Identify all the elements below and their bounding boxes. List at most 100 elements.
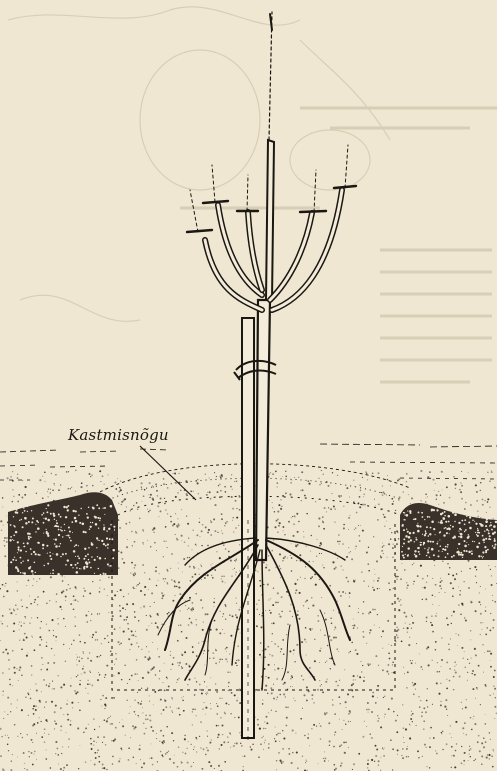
soil-dot [293,654,294,655]
mound-speck [83,531,85,533]
soil-dot [305,627,307,629]
soil-dot [320,544,322,546]
soil-dot [353,480,354,481]
soil-dot [344,669,345,670]
soil-dot [206,494,208,496]
soil-dot [159,670,160,671]
soil-dot [377,588,379,590]
soil-dot [279,733,280,734]
soil-dot [171,697,172,698]
soil-dot [282,639,284,641]
soil-dot [359,496,361,498]
soil-dot [91,760,92,761]
mound-speck [481,524,484,527]
soil-dot [403,737,404,738]
soil-dot [277,668,279,670]
soil-dot [378,472,380,474]
soil-dot [185,637,187,639]
soil-dot [327,679,328,680]
soil-dot [353,627,355,629]
soil-dot [485,714,486,715]
soil-dot [410,725,411,726]
soil-dot [263,584,264,585]
soil-dot [185,753,187,755]
soil-dot [73,640,75,642]
soil-dot [107,474,108,475]
mound-speck [94,573,95,574]
soil-dot [77,727,79,729]
soil-dot [136,502,138,504]
soil-dot [263,736,264,737]
soil-dot [362,477,363,478]
soil-dot [296,644,298,646]
soil-dot [120,615,122,617]
soil-dot [470,748,472,750]
soil-dot [481,755,483,757]
mound-speck [17,552,18,553]
mound-speck [417,523,418,524]
soil-dot [435,596,436,597]
soil-dot [63,684,65,686]
soil-dot [279,613,280,614]
soil-dot [378,665,379,666]
mound-speck [474,521,475,522]
mound-speck [85,555,87,557]
soil-dot [381,550,383,552]
soil-dot [7,477,9,479]
soil-dot [16,668,17,669]
mound-speck [403,543,405,545]
mound-speck [425,531,426,532]
soil-dot [455,721,457,723]
soil-dot [215,663,217,665]
soil-dot [413,584,414,585]
soil-dot [201,579,202,580]
mound-speck [110,505,113,508]
soil-dot [103,767,105,769]
soil-dot [181,535,183,537]
soil-dot [67,700,68,701]
soil-dot [108,717,109,718]
soil-dot [343,720,344,721]
mound-speck [71,521,73,523]
soil-dot [131,531,133,533]
soil-dot [21,622,22,623]
soil-dot [447,624,449,626]
mound-speck [468,534,469,535]
soil-dot [194,746,195,747]
soil-dot [181,653,182,654]
mound-speck [43,533,44,534]
soil-dot [357,675,358,676]
mound-speck [464,523,466,525]
soil-dot [168,612,170,614]
soil-dot [324,757,326,759]
soil-dot [276,760,277,761]
mound-speck [419,525,421,527]
soil-dot [136,659,138,661]
soil-dot [329,658,330,659]
soil-dot [348,713,350,715]
soil-dot [369,663,371,665]
soil-dot [10,476,12,478]
soil-dot [34,599,36,601]
soil-dot [340,495,341,496]
soil-dot [173,657,175,659]
soil-dot [89,592,91,594]
mound-speck [443,517,446,520]
mound-speck [31,510,32,511]
soil-dot [3,718,4,719]
soil-dot [236,571,237,572]
soil-dot [63,714,64,715]
soil-dot [119,627,120,628]
soil-dot [371,759,373,761]
soil-dot [134,541,136,543]
soil-dot [46,669,48,671]
soil-dot [315,501,316,502]
soil-dot [300,718,302,720]
soil-dot [283,737,285,739]
soil-dot [337,558,338,559]
mound-speck [106,530,107,531]
soil-dot [232,508,234,510]
soil-dot [330,508,332,510]
soil-dot [397,579,398,580]
soil-dot [403,727,405,729]
